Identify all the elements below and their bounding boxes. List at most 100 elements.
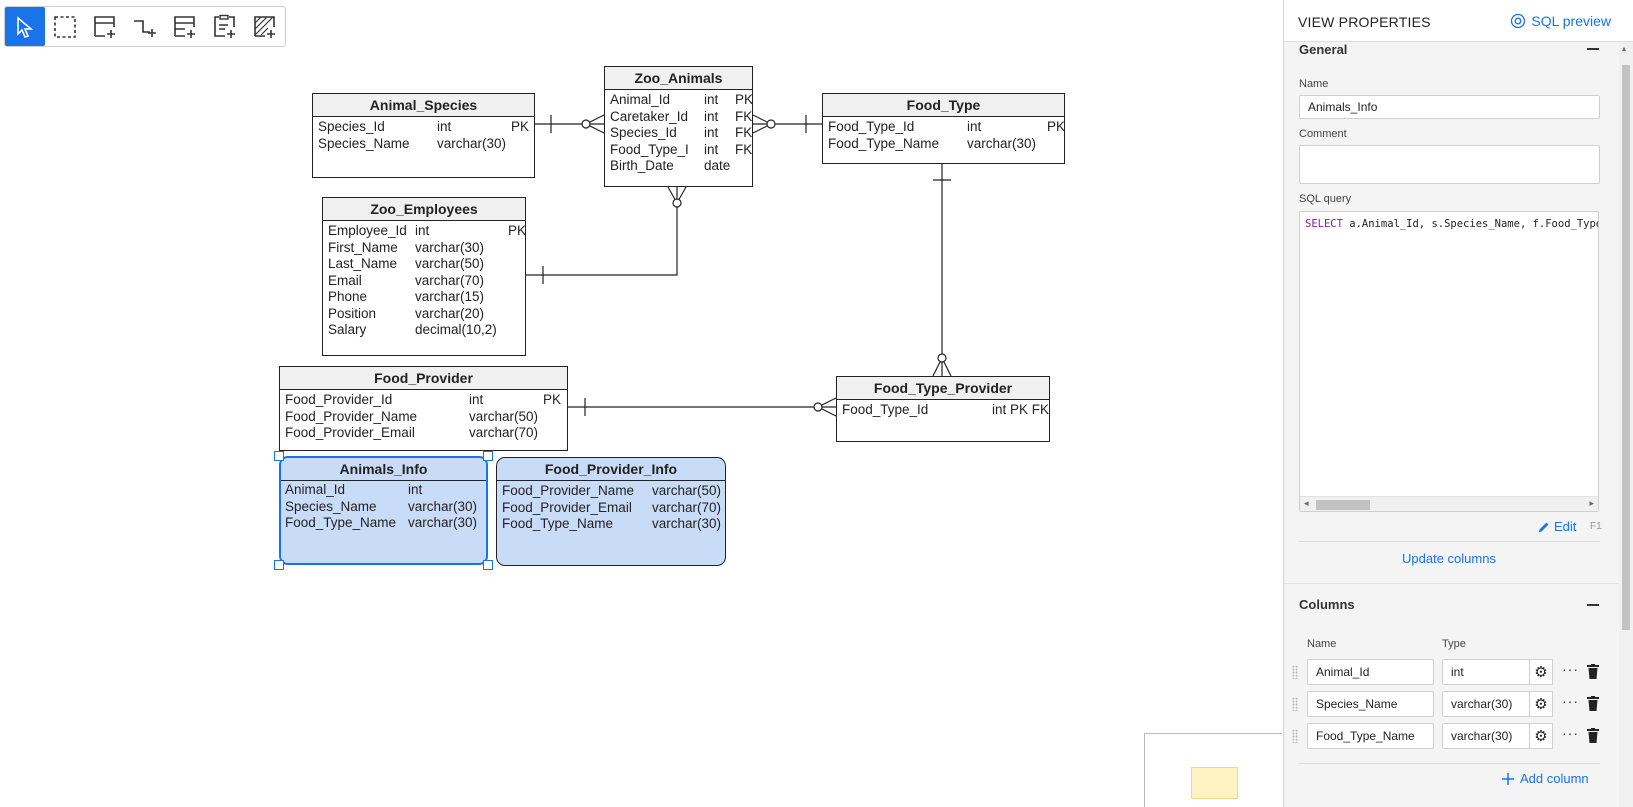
column-settings-button[interactable]: ⚙: [1529, 723, 1553, 749]
panel-header: VIEW PROPERTIES SQL preview: [1284, 0, 1633, 42]
column-name-input[interactable]: Food_Type_Name: [1307, 723, 1434, 749]
dashed-rect-icon: [54, 15, 76, 38]
add-note-tool[interactable]: [205, 7, 245, 46]
horizontal-scrollbar[interactable]: ◂ ▸: [1300, 496, 1598, 511]
view-plus-icon: [174, 15, 195, 38]
column-type-input[interactable]: varchar(30): [1442, 723, 1530, 749]
area-select-tool[interactable]: [45, 7, 85, 46]
columns-section-title: Columns: [1299, 597, 1355, 612]
column-type-input[interactable]: varchar(30): [1442, 691, 1530, 717]
more-options-icon[interactable]: ···: [1562, 725, 1579, 741]
sql-query-editor[interactable]: SELECT a.Animal_Id, s.Species_Name, f.Fo…: [1299, 211, 1599, 512]
column-name-header: Name: [1307, 638, 1337, 650]
diagram-toolbar: [4, 6, 286, 47]
view-name-input[interactable]: Animals_Info: [1299, 95, 1600, 119]
select-tool[interactable]: [5, 7, 45, 46]
note-plus-icon: [214, 14, 235, 38]
trash-icon[interactable]: [1587, 728, 1599, 743]
scroll-up-icon[interactable]: ▴: [1622, 44, 1627, 53]
add-column-button[interactable]: Add column: [1501, 771, 1589, 786]
add-table-tool[interactable]: [85, 7, 125, 46]
drag-handle-icon[interactable]: [1292, 697, 1298, 711]
scroll-left-icon[interactable]: ◂: [1304, 498, 1309, 508]
panel-title: VIEW PROPERTIES: [1298, 14, 1431, 30]
add-area-tool[interactable]: [245, 7, 285, 46]
scrollbar-thumb[interactable]: [1316, 500, 1370, 510]
add-view-tool[interactable]: [165, 7, 205, 46]
comment-textarea[interactable]: [1299, 145, 1600, 184]
table-plus-icon: [94, 15, 115, 38]
update-columns-button[interactable]: Update columns: [1402, 551, 1496, 566]
sql-preview-button[interactable]: SQL preview: [1510, 13, 1611, 29]
gear-icon: ⚙: [1534, 664, 1548, 681]
column-settings-button[interactable]: ⚙: [1529, 691, 1553, 717]
pencil-icon: [1539, 522, 1549, 532]
collapse-columns-icon[interactable]: [1587, 604, 1599, 606]
trash-icon[interactable]: [1587, 696, 1599, 711]
column-type-input[interactable]: int: [1442, 659, 1530, 685]
trash-icon[interactable]: [1587, 664, 1599, 679]
more-options-icon[interactable]: ···: [1562, 693, 1579, 709]
view-title: Animals_Info: [281, 458, 486, 481]
column-name-input[interactable]: Species_Name: [1307, 691, 1434, 717]
sql-query-text: SELECT a.Animal_Id, s.Species_Name, f.Fo…: [1305, 218, 1598, 230]
edit-sql-button[interactable]: Edit: [1538, 519, 1576, 534]
column-row: Animal_Id int ⚙ ···: [1284, 659, 1633, 685]
divider: [1284, 583, 1620, 584]
collapse-general-icon[interactable]: [1587, 48, 1599, 50]
table-title: Food_Provider: [280, 367, 567, 390]
minimap[interactable]: [1144, 733, 1282, 807]
drag-handle-icon[interactable]: [1292, 665, 1298, 679]
resize-handle[interactable]: [483, 451, 493, 461]
scroll-right-icon[interactable]: ▸: [1589, 498, 1594, 508]
drag-handle-icon[interactable]: [1292, 729, 1298, 743]
scrollbar-thumb[interactable]: [1622, 65, 1630, 630]
plus-icon: [1502, 772, 1514, 785]
divider: [1299, 541, 1600, 542]
more-options-icon[interactable]: ···: [1562, 661, 1579, 677]
resize-handle[interactable]: [274, 560, 284, 570]
column-settings-button[interactable]: ⚙: [1529, 659, 1553, 685]
panel-vertical-scrollbar[interactable]: ▴: [1619, 42, 1633, 807]
add-relation-tool[interactable]: [125, 7, 165, 46]
minimap-viewport[interactable]: [1191, 767, 1238, 799]
column-name-input[interactable]: Animal_Id: [1307, 659, 1434, 685]
resize-handle[interactable]: [483, 560, 493, 570]
resize-handle[interactable]: [274, 451, 284, 461]
